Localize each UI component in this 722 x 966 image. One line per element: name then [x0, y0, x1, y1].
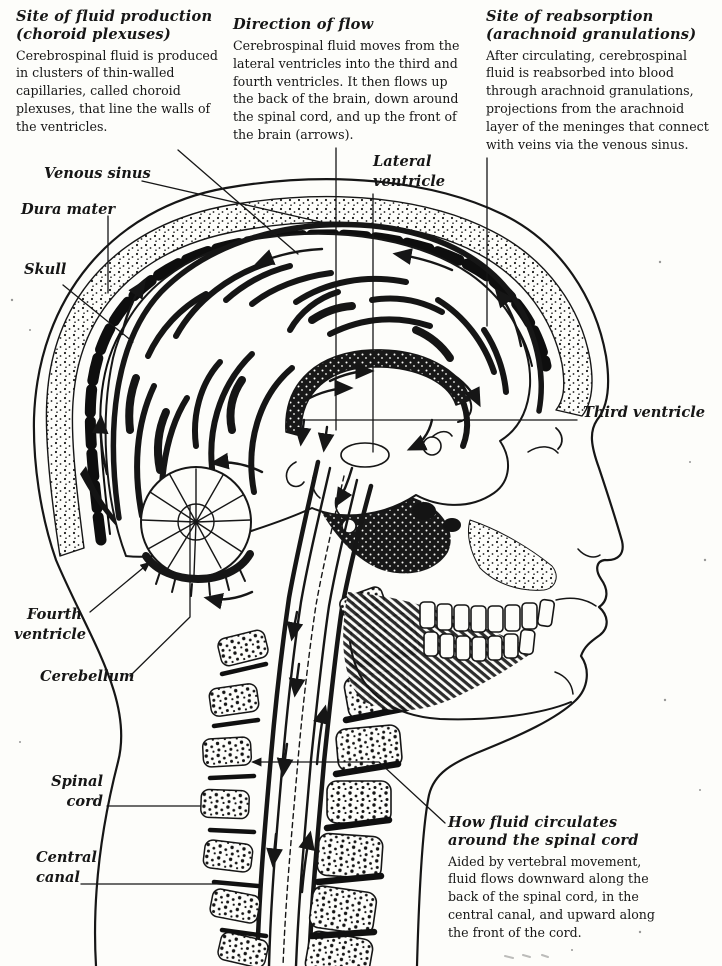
note-spinal-circulation-body: Aided by vertebral movement, fluid flows… [448, 853, 655, 941]
note-spinal-circulation-heading: How fluid circulates around the spinal c… [448, 814, 666, 850]
skull-layer [45, 195, 593, 557]
heading-line: Site of fluid production [16, 8, 213, 25]
label-line: cord [66, 792, 103, 810]
note-reabsorption: Site of reabsorption (arachnoid granulat… [486, 8, 714, 154]
teeth [419, 598, 556, 662]
label-line: Spinal [51, 773, 103, 790]
note-reabsorption-body: After circulating, cerebrospinal fluid i… [486, 47, 709, 152]
label-line: Fourth [27, 606, 82, 623]
scan-specks [10, 58, 707, 961]
head-profile-outline [32, 178, 624, 966]
label-central-canal: Central canal [36, 848, 97, 887]
label-line: Lateral [373, 153, 432, 170]
leader-fluid-production [177, 149, 299, 255]
vertebral-column-posterior [200, 629, 269, 966]
note-fluid-production-heading: Site of fluid production (choroid plexus… [16, 8, 218, 44]
heading-line: (choroid plexuses) [16, 25, 171, 43]
heading-line: around the spinal cord [448, 831, 639, 849]
note-fluid-production-body: Cerebrospinal fluid is produced in clust… [16, 47, 218, 135]
leader-cerebellum [129, 505, 191, 677]
label-venous-sinus: Venous sinus [44, 165, 151, 182]
label-line: ventricle [373, 172, 446, 190]
label-line: canal [36, 868, 80, 886]
label-fourth-ventricle: Fourth ventricle [14, 605, 87, 644]
gyri-texture [125, 259, 509, 539]
label-lateral-ventricle: Lateral ventricle [373, 152, 445, 191]
leader-venous-sinus [141, 180, 339, 227]
heading-line: (arachnoid granulations) [486, 25, 697, 43]
label-third-ventricle: Third ventricle [583, 404, 706, 421]
note-reabsorption-heading: Site of reabsorption (arachnoid granulat… [486, 8, 714, 44]
note-direction-of-flow-heading: Direction of flow [233, 16, 463, 34]
note-fluid-production: Site of fluid production (choroid plexus… [16, 8, 218, 136]
leader-skull [62, 284, 134, 343]
heading-line: Site of reabsorption [486, 8, 654, 25]
label-spinal-cord: Spinal cord [33, 772, 103, 811]
csf-flow-arrows [91, 247, 523, 894]
label-skull: Skull [24, 261, 67, 278]
leader-fourth-ventricle [89, 561, 151, 613]
leader-lines [62, 147, 578, 885]
note-direction-of-flow: Direction of flow Cerebrospinal fluid mo… [233, 16, 463, 144]
label-dura-mater: Dura mater [21, 201, 116, 218]
note-direction-of-flow-body: Cerebrospinal fluid moves from the later… [233, 37, 460, 143]
label-cerebellum: Cerebellum [40, 668, 135, 685]
label-line: Central [36, 849, 97, 866]
note-spinal-circulation: How fluid circulates around the spinal c… [448, 814, 666, 942]
leader-spinal-circulation [251, 757, 446, 824]
face-features [527, 427, 601, 695]
cerebellum-shape [140, 466, 254, 597]
heading-line: Direction of flow [233, 16, 374, 33]
label-line: ventricle [14, 625, 87, 643]
heading-line: How fluid circulates [448, 814, 618, 831]
